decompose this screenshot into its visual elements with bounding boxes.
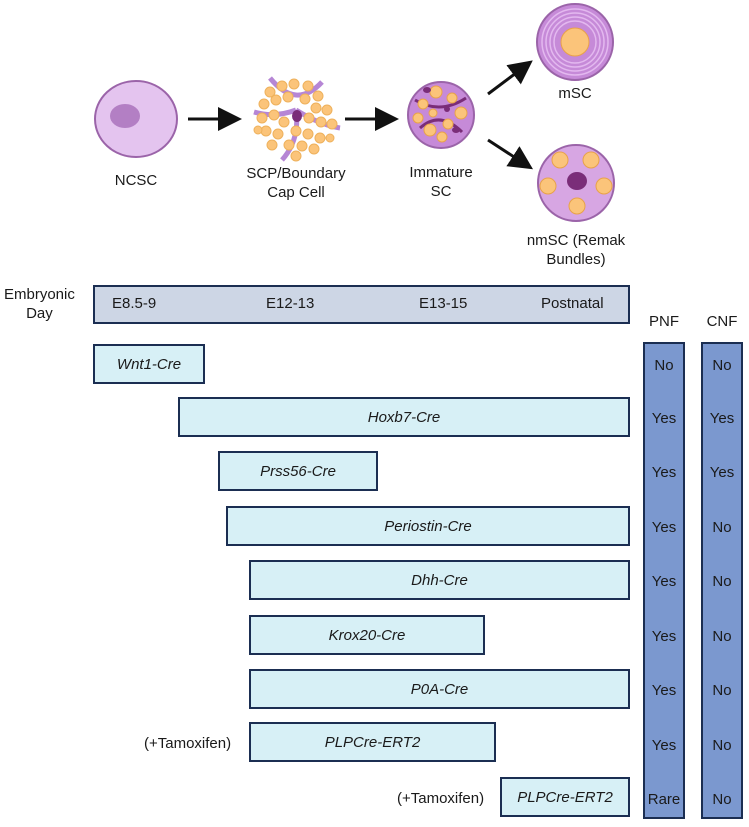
embryonic-day-label: Embryonic Day — [4, 285, 75, 323]
pnf-cell: No — [654, 357, 674, 374]
nmsc-cell-icon — [537, 144, 615, 222]
pnf-cell: Yes — [651, 519, 677, 536]
pnf-cell: Yes — [651, 682, 677, 699]
immature-label-line2: SC — [430, 183, 452, 200]
driver-bar-krox20: Krox20-Cre — [249, 615, 485, 655]
tick-postnatal: Postnatal — [541, 295, 604, 312]
pnf-cell: Rare — [647, 791, 681, 808]
cnf-cell: Yes — [709, 410, 735, 427]
scp-label: SCP/Boundary Cap Cell — [236, 164, 356, 202]
timeline-bar: E8.5-9 E12-13 E13-15 Postnatal — [93, 285, 630, 324]
pnf-header: PNF — [649, 313, 679, 330]
scp-label-line2: Cap Cell — [267, 184, 325, 201]
pnf-column: No Yes Yes Yes Yes Yes Yes Yes Rare — [643, 342, 685, 819]
nmsc-label-line2: Bundles) — [546, 251, 606, 268]
driver-name: Dhh-Cre — [411, 571, 468, 589]
cnf-cell: Yes — [709, 464, 735, 481]
driver-name: Wnt1-Cre — [116, 355, 182, 373]
driver-name: Krox20-Cre — [328, 626, 406, 644]
driver-bar-wnt1: Wnt1-Cre — [93, 344, 205, 384]
cnf-column: No Yes Yes No No No No No No — [701, 342, 743, 819]
arrow-to-nmsc — [487, 138, 534, 170]
cnf-cell: No — [712, 573, 732, 590]
cnf-cell: No — [712, 791, 732, 808]
tick-e13: E13-15 — [419, 295, 468, 312]
driver-name: PLPCre-ERT2 — [517, 788, 613, 806]
arrow-to-msc — [487, 60, 533, 96]
pnf-cell: Yes — [651, 628, 677, 645]
driver-name: PLPCre-ERT2 — [324, 733, 421, 751]
pnf-cell: Yes — [651, 573, 677, 590]
driver-bar-periostin: Periostin-Cre — [226, 506, 630, 546]
ncsc-label: NCSC — [96, 171, 176, 190]
cnf-cell: No — [712, 682, 732, 699]
driver-bar-hoxb7: Hoxb7-Cre — [178, 397, 630, 437]
cnf-header: CNF — [706, 313, 738, 330]
driver-name: Prss56-Cre — [260, 462, 336, 480]
pnf-cell: Yes — [651, 464, 677, 481]
tick-e8: E8.5-9 — [112, 295, 157, 312]
tamoxifen-note-1: (+Tamoxifen) — [144, 735, 232, 752]
scp-cell-icon — [253, 76, 341, 162]
driver-bar-prss56: Prss56-Cre — [218, 451, 378, 491]
cnf-cell: No — [712, 737, 732, 754]
immature-sc-label: Immature SC — [401, 163, 481, 201]
scp-label-line1: SCP/Boundary — [246, 165, 346, 182]
cnf-cell: No — [712, 628, 732, 645]
nmsc-label-line1: nmSC (Remak — [526, 232, 626, 249]
pnf-cell: Yes — [651, 737, 677, 754]
cnf-cell: No — [712, 357, 732, 374]
driver-name: P0A-Cre — [410, 680, 469, 698]
ncsc-cell-icon — [94, 80, 178, 158]
msc-label: mSC — [545, 84, 605, 103]
tamoxifen-note-2: (+Tamoxifen) — [397, 790, 485, 807]
pnf-cell: Yes — [651, 410, 677, 427]
nmsc-label: nmSC (Remak Bundles) — [516, 231, 636, 269]
embryonic-day-line1: Embryonic — [4, 286, 75, 303]
driver-bar-dhh: Dhh-Cre — [249, 560, 630, 600]
driver-name: Periostin-Cre — [384, 517, 472, 535]
immature-label-line1: Immature — [409, 164, 473, 181]
tick-e12: E12-13 — [266, 295, 315, 312]
embryonic-day-line2: Day — [26, 305, 53, 322]
driver-name: Hoxb7-Cre — [367, 408, 441, 426]
cnf-cell: No — [712, 519, 732, 536]
ncsc-label-text: NCSC — [114, 172, 158, 189]
msc-label-text: mSC — [558, 85, 592, 102]
driver-bar-p0a: P0A-Cre — [249, 669, 630, 709]
cell-lineage-illustration — [94, 3, 615, 222]
driver-bar-plpcre-ert2-2: PLPCre-ERT2 — [500, 777, 630, 817]
driver-bar-plpcre-ert2-1: PLPCre-ERT2 — [249, 722, 496, 762]
immature-sc-icon — [407, 81, 475, 149]
msc-cell-icon — [536, 3, 614, 81]
